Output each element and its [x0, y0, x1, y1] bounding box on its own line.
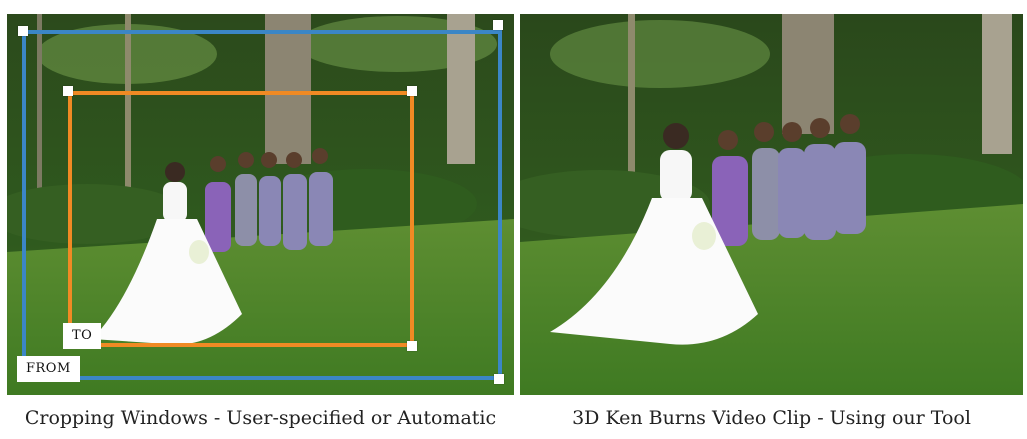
to-window-top-left-handle[interactable] — [63, 86, 73, 96]
to-crop-window[interactable] — [68, 91, 414, 347]
to-label: TO — [63, 323, 102, 349]
left-caption: Cropping Windows - User-specified or Aut… — [24, 407, 497, 429]
ken-burns-output-panel — [520, 14, 1023, 395]
from-crop-window[interactable] — [22, 30, 502, 380]
from-label: FROM — [17, 356, 80, 382]
right-caption: 3D Ken Burns Video Clip - Using our Tool — [572, 407, 971, 429]
to-window-bottom-right-handle[interactable] — [407, 341, 417, 351]
from-window-top-right-handle[interactable] — [493, 20, 503, 30]
to-window-top-right-handle[interactable] — [407, 86, 417, 96]
from-window-bottom-right-handle[interactable] — [494, 374, 504, 384]
source-image-panel: TO FROM — [7, 14, 514, 395]
from-window-top-left-handle[interactable] — [18, 26, 28, 36]
wedding-photo-output — [520, 14, 1023, 395]
